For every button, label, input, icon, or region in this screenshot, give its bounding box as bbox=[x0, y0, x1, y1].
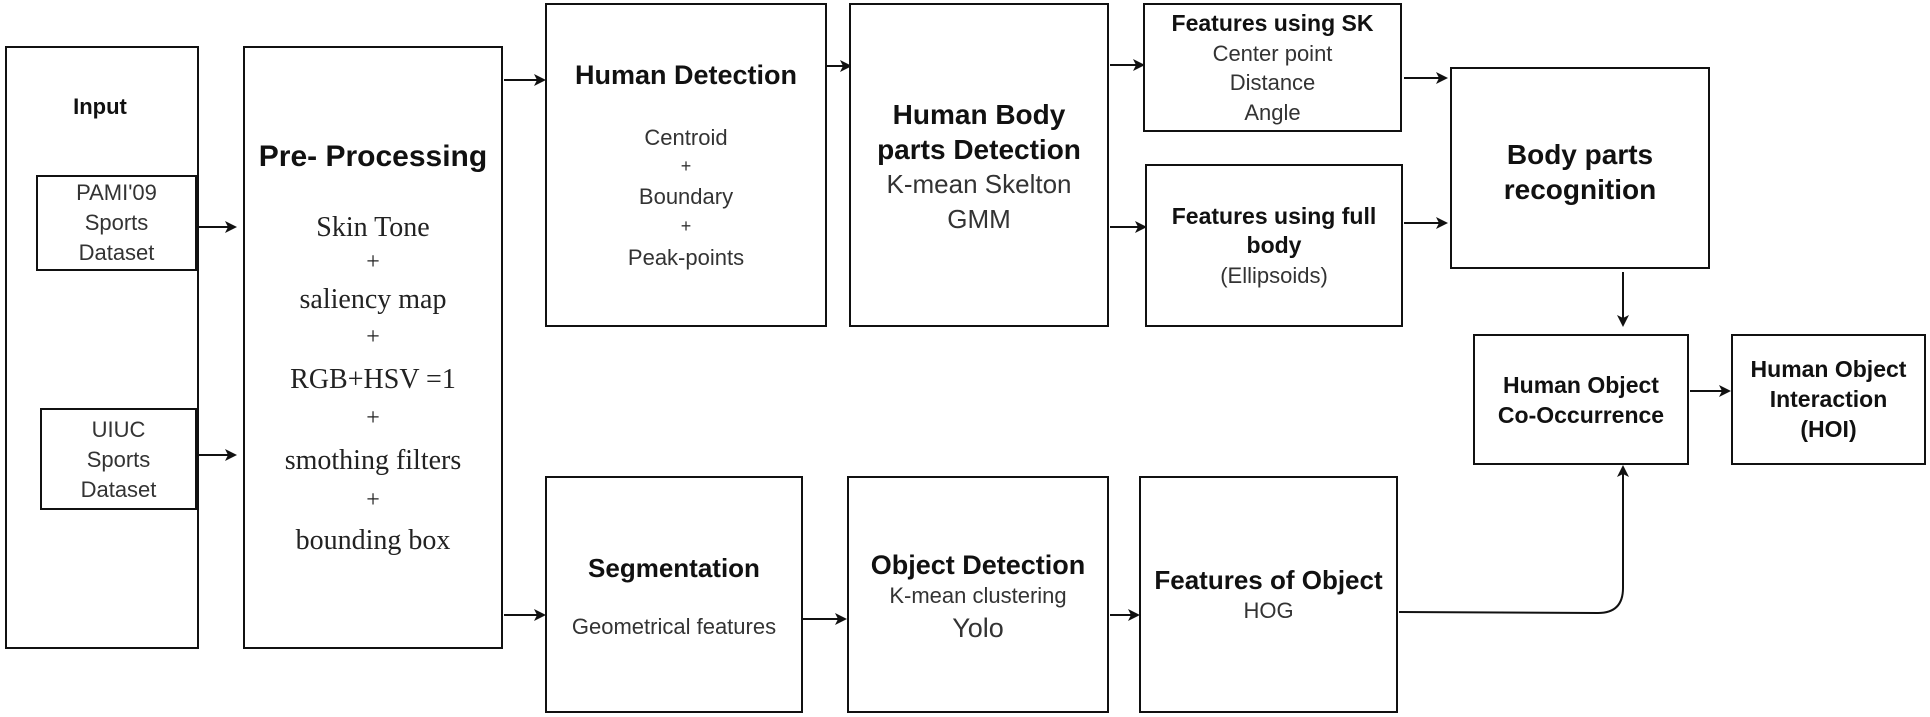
preprocessing-step-1: Skin Tone bbox=[316, 212, 430, 243]
body-parts-detection-title-line2: parts Detection bbox=[877, 134, 1081, 165]
preprocessing-box bbox=[243, 46, 503, 649]
features-sk-box bbox=[1143, 3, 1402, 132]
features-sk-item-1: Center point bbox=[1212, 41, 1333, 66]
human-detection-title: Human Detection bbox=[574, 60, 798, 90]
dataset-uiuc-box bbox=[40, 408, 197, 510]
dataset-uiuc-line2: Sports bbox=[86, 447, 151, 472]
segmentation-sub: Geometrical features bbox=[571, 614, 777, 639]
features-sk-title: Features using SK bbox=[1171, 10, 1374, 36]
body-parts-detection-method-1: K-mean Skelton bbox=[886, 169, 1072, 199]
body-parts-recognition-title-line1: Body parts bbox=[1506, 139, 1654, 170]
human-detection-plus-1: + bbox=[680, 156, 692, 176]
body-parts-recognition-title-line2: recognition bbox=[1503, 174, 1657, 205]
preprocessing-step-5: bounding box bbox=[295, 525, 451, 556]
preprocessing-title: Pre- Processing bbox=[258, 140, 488, 173]
dataset-uiuc-line1: UIUC bbox=[91, 417, 146, 442]
features-sk-item-2: Distance bbox=[1229, 70, 1316, 95]
human-detection-item-1: Centroid bbox=[644, 125, 728, 150]
co-occurrence-title-line2: Co-Occurrence bbox=[1497, 402, 1665, 428]
features-full-body-box bbox=[1145, 164, 1403, 327]
preprocessing-step-3: RGB+HSV =1 bbox=[290, 364, 456, 395]
segmentation-box bbox=[545, 476, 803, 713]
object-detection-box bbox=[847, 476, 1109, 713]
hoi-box bbox=[1731, 334, 1926, 465]
features-sk-item-3: Angle bbox=[1244, 100, 1301, 125]
hoi-title-line3: (HOI) bbox=[1800, 416, 1857, 442]
object-detection-title: Object Detection bbox=[870, 550, 1086, 580]
preprocessing-plus-3: + bbox=[366, 405, 380, 431]
features-full-body-title-line2: body bbox=[1246, 232, 1302, 258]
input-box bbox=[5, 46, 199, 649]
preprocessing-step-4: smothing filters bbox=[284, 445, 462, 476]
arrow-features-object-to-co-occurrence bbox=[1398, 465, 1629, 615]
hoi-title-line1: Human Object bbox=[1750, 356, 1907, 382]
preprocessing-plus-4: + bbox=[366, 487, 380, 513]
body-parts-detection-method-2: GMM bbox=[947, 204, 1011, 234]
features-object-box bbox=[1139, 476, 1398, 713]
dataset-uiuc-line3: Dataset bbox=[80, 477, 157, 502]
features-full-body-title-line1: Features using full bbox=[1171, 203, 1377, 229]
preprocessing-step-2: saliency map bbox=[299, 284, 447, 315]
human-detection-plus-2: + bbox=[680, 216, 692, 236]
input-title: Input bbox=[73, 94, 127, 119]
features-object-sub: HOG bbox=[1243, 598, 1294, 623]
features-full-body-sub: (Ellipsoids) bbox=[1220, 263, 1328, 288]
dataset-pami09-line3: Dataset bbox=[78, 240, 155, 265]
body-parts-detection-box bbox=[849, 3, 1109, 327]
co-occurrence-title-line1: Human Object bbox=[1503, 372, 1659, 398]
features-object-title: Features of Object bbox=[1154, 565, 1383, 595]
object-detection-method-1: K-mean clustering bbox=[889, 583, 1067, 608]
body-parts-detection-title-line1: Human Body bbox=[892, 99, 1066, 130]
dataset-pami09-line1: PAMI'09 bbox=[76, 180, 157, 205]
preprocessing-plus-2: + bbox=[366, 324, 380, 350]
dataset-pami09-box bbox=[36, 175, 197, 271]
co-occurrence-box bbox=[1473, 334, 1689, 465]
hoi-title-line2: Interaction bbox=[1769, 386, 1888, 412]
segmentation-title: Segmentation bbox=[588, 553, 760, 583]
human-detection-item-3: Peak-points bbox=[627, 245, 745, 270]
human-detection-item-2: Boundary bbox=[638, 184, 734, 209]
dataset-pami09-line2: Sports bbox=[84, 210, 149, 235]
body-parts-recognition-box bbox=[1450, 67, 1710, 269]
preprocessing-plus-1: + bbox=[366, 249, 380, 275]
human-detection-box bbox=[545, 3, 827, 327]
object-detection-method-2: Yolo bbox=[952, 613, 1004, 643]
